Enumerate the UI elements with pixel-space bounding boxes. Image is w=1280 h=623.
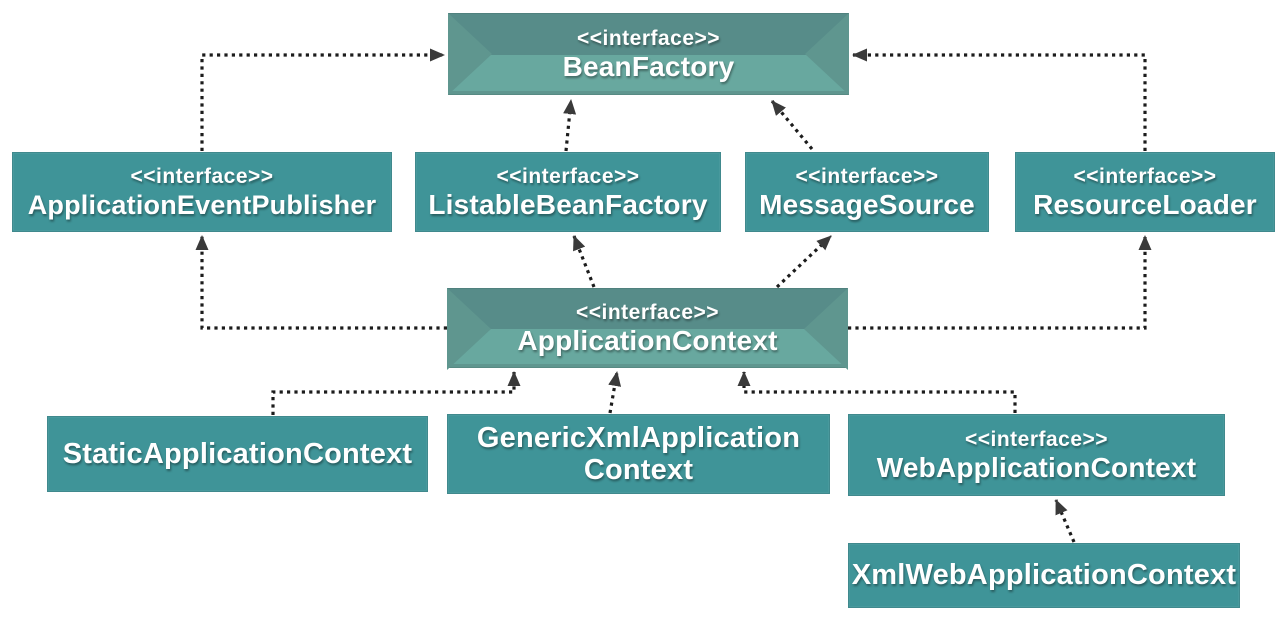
stereotype-label: <<interface>>	[575, 300, 720, 324]
edge-application_context-to-application_event_publisher	[195, 235, 447, 330]
class-name: ApplicationContext	[517, 325, 778, 357]
edge-listable_bean_factory-to-bean_factory	[563, 99, 577, 152]
stereotype-label: <<interface>>	[496, 164, 640, 188]
node-resource-loader: <<interface>> ResourceLoader	[1015, 152, 1275, 232]
node-message-source: <<interface>> MessageSource	[745, 152, 989, 232]
edge-application_context-to-message_source	[775, 234, 833, 289]
edge-message_source-to-bean_factory	[770, 99, 814, 151]
node-bean-factory: <<interface>> BeanFactory	[448, 13, 849, 95]
class-name: WebApplicationContext	[876, 452, 1197, 484]
node-generic-xml-application-context: GenericXmlApplication Context	[447, 414, 830, 494]
class-name: GenericXmlApplication Context	[476, 421, 801, 486]
edge-generic_xml_application_context-to-application_context	[608, 371, 622, 414]
node-web-application-context: <<interface>> WebApplicationContext	[848, 414, 1225, 496]
node-application-event-publisher: <<interface>> ApplicationEventPublisher	[12, 152, 392, 232]
stereotype-label: <<interface>>	[795, 164, 939, 188]
class-name: BeanFactory	[562, 51, 735, 83]
stereotype-label: <<interface>>	[964, 427, 1109, 451]
class-name: ListableBeanFactory	[428, 189, 708, 221]
node-static-application-context: StaticApplicationContext	[47, 416, 428, 492]
class-name: MessageSource	[759, 189, 975, 221]
node-listable-bean-factory: <<interface>> ListableBeanFactory	[415, 152, 721, 232]
class-name: ApplicationEventPublisher	[27, 189, 377, 220]
class-name: StaticApplicationContext	[62, 437, 413, 470]
edge-static_application_context-to-application_context	[271, 371, 521, 415]
stereotype-label: <<interface>>	[1073, 164, 1217, 188]
edge-web_application_context-to-application_context	[737, 371, 1017, 413]
edge-application_context-to-listable_bean_factory	[572, 235, 596, 288]
edge-application_event_publisher-to-bean_factory	[200, 48, 445, 151]
class-name: XmlWebApplicationContext	[851, 559, 1237, 592]
node-application-context: <<interface>> ApplicationContext	[447, 288, 848, 370]
node-xml-web-application-context: XmlWebApplicationContext	[848, 543, 1240, 608]
stereotype-label: <<interface>>	[576, 26, 721, 50]
class-name: ResourceLoader	[1033, 189, 1257, 221]
edge-resource_loader-to-bean_factory	[852, 48, 1147, 151]
stereotype-label: <<interface>>	[130, 165, 274, 189]
edge-application_context-to-resource_loader	[848, 235, 1152, 330]
edge-xml_web_application_context-to-web_application_context	[1054, 499, 1076, 543]
